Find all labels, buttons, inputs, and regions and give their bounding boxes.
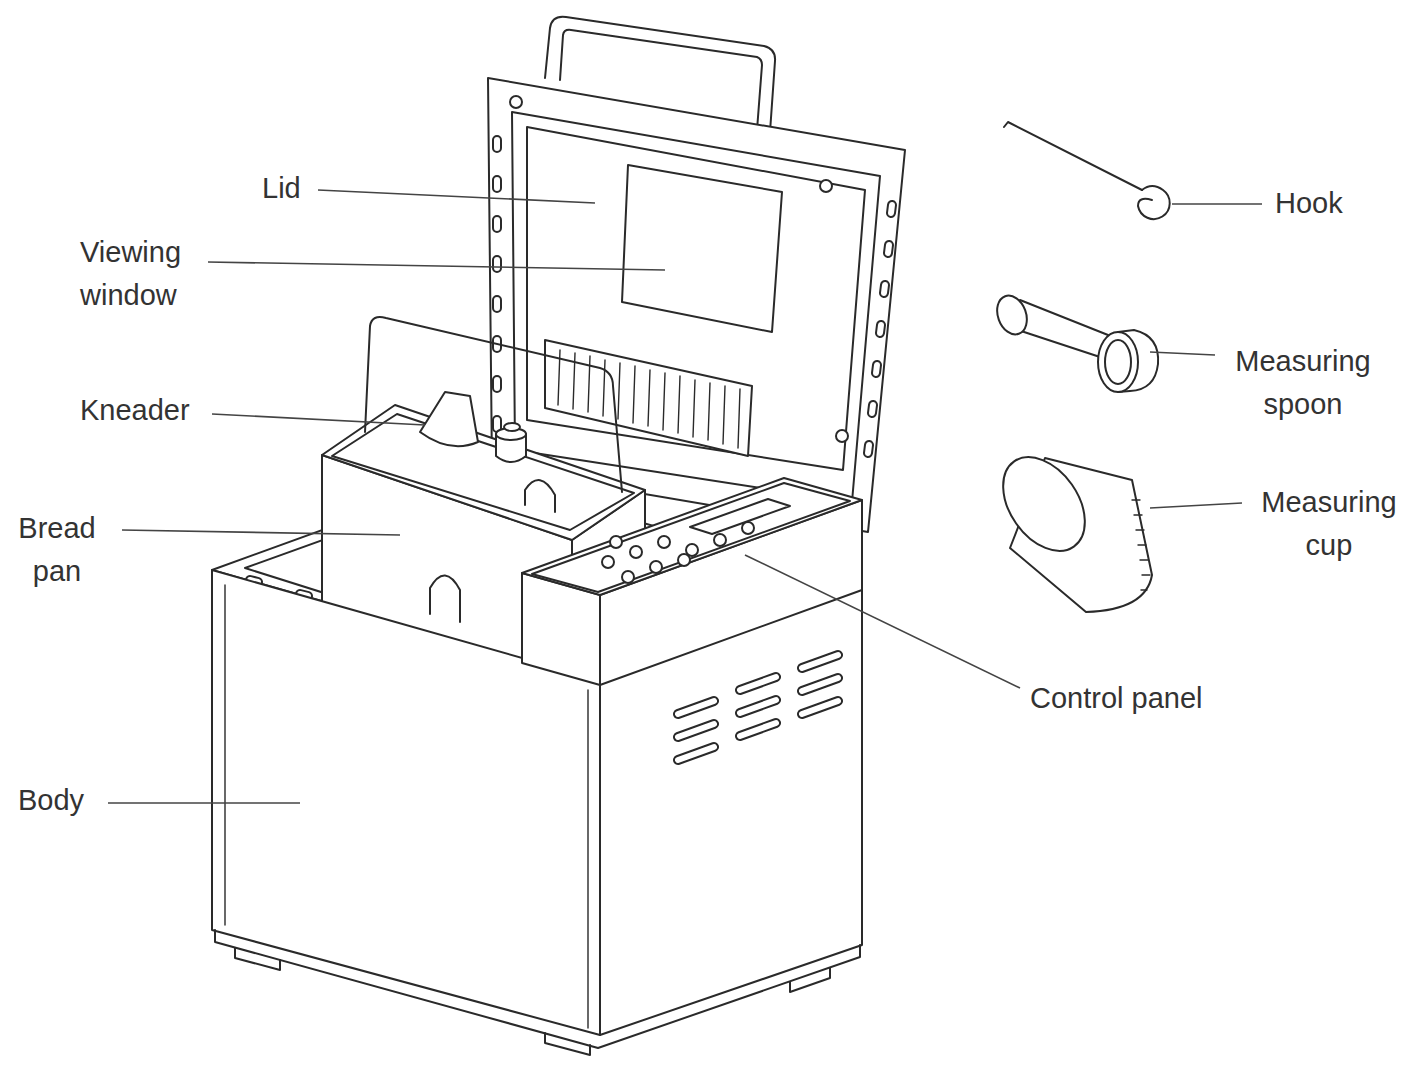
leader-lines-shape — [745, 555, 1020, 688]
measuring-cup-drawing — [986, 442, 1152, 612]
measuring-cup-drawing-shape — [986, 442, 1101, 566]
body-drawing-shape — [678, 655, 838, 760]
bread-pan-drawing-shape — [332, 414, 634, 530]
control-panel-drawing-shape — [690, 499, 790, 534]
lid-drawing-shape — [512, 112, 880, 502]
bread-pan-drawing-shape — [365, 317, 622, 492]
body-drawing — [212, 570, 862, 1055]
measuring-spoon-drawing-shape — [1098, 332, 1138, 392]
measuring-spoon-drawing-shape — [992, 291, 1032, 338]
bread-pan-drawing-shape — [322, 405, 645, 540]
lid-drawing-shape — [497, 140, 892, 453]
measuring-spoon-drawing — [992, 291, 1158, 392]
leader-lines-shape — [318, 190, 595, 203]
body-drawing-shape — [678, 655, 838, 760]
part-label: Measuring cup — [1249, 481, 1409, 567]
part-label: Body — [18, 779, 84, 822]
part-label: Hook — [1275, 182, 1343, 225]
lid-drawing-shape — [497, 140, 892, 453]
hook-drawing-shape — [1138, 186, 1170, 219]
control-panel-drawing-shape — [602, 556, 614, 568]
control-panel-drawing-shape — [658, 536, 670, 548]
part-label: Control panel — [1030, 677, 1203, 720]
lid-drawing-shape — [836, 430, 848, 442]
control-panel-drawing-shape — [610, 536, 622, 548]
part-label: Lid — [262, 167, 301, 210]
leader-lines-shape — [1150, 503, 1242, 508]
part-label: Measuring spoon — [1218, 340, 1388, 426]
part-label: Viewing window — [80, 231, 220, 317]
hook-drawing-shape — [1004, 122, 1142, 190]
bread-pan-drawing-shape — [525, 480, 555, 512]
lid-drawing — [488, 17, 905, 532]
control-panel-drawing-shape — [622, 571, 634, 583]
leader-lines-shape — [208, 262, 665, 270]
bread-pan-drawing-shape — [430, 575, 460, 622]
control-panel-drawing-shape — [532, 483, 850, 592]
lid-drawing-shape — [527, 127, 865, 470]
part-label: Kneader — [80, 389, 190, 432]
body-drawing-shape — [215, 930, 860, 1048]
leader-lines-shape — [1150, 352, 1215, 355]
lid-drawing-shape — [510, 96, 522, 108]
control-panel-drawing-shape — [630, 546, 642, 558]
control-panel-drawing-shape — [678, 554, 690, 566]
lid-drawing-shape — [820, 180, 832, 192]
leader-lines-shape — [1172, 203, 1262, 205]
control-panel-drawing — [522, 478, 862, 685]
leader-lines — [108, 190, 1262, 803]
lid-drawing-shape — [545, 340, 752, 456]
control-panel-drawing-shape — [522, 478, 862, 595]
bread-pan-drawing-shape — [504, 423, 520, 431]
body-drawing-shape — [235, 948, 830, 1055]
lid-drawing-shape — [622, 165, 782, 332]
leader-lines-shape — [108, 802, 300, 804]
control-panel-drawing-shape — [714, 534, 726, 546]
leader-lines-shape — [122, 530, 400, 535]
control-panel-drawing-shape — [742, 522, 754, 534]
part-label: Bread pan — [7, 507, 107, 593]
hook-drawing — [1004, 122, 1170, 219]
leader-lines-shape — [212, 414, 425, 425]
measuring-cup-drawing-shape — [1132, 500, 1150, 590]
measuring-spoon-drawing-shape — [1018, 300, 1108, 358]
control-panel-drawing-shape — [650, 561, 662, 573]
bread-pan-drawing-shape — [420, 392, 478, 446]
measuring-spoon-drawing-shape — [1105, 340, 1131, 384]
